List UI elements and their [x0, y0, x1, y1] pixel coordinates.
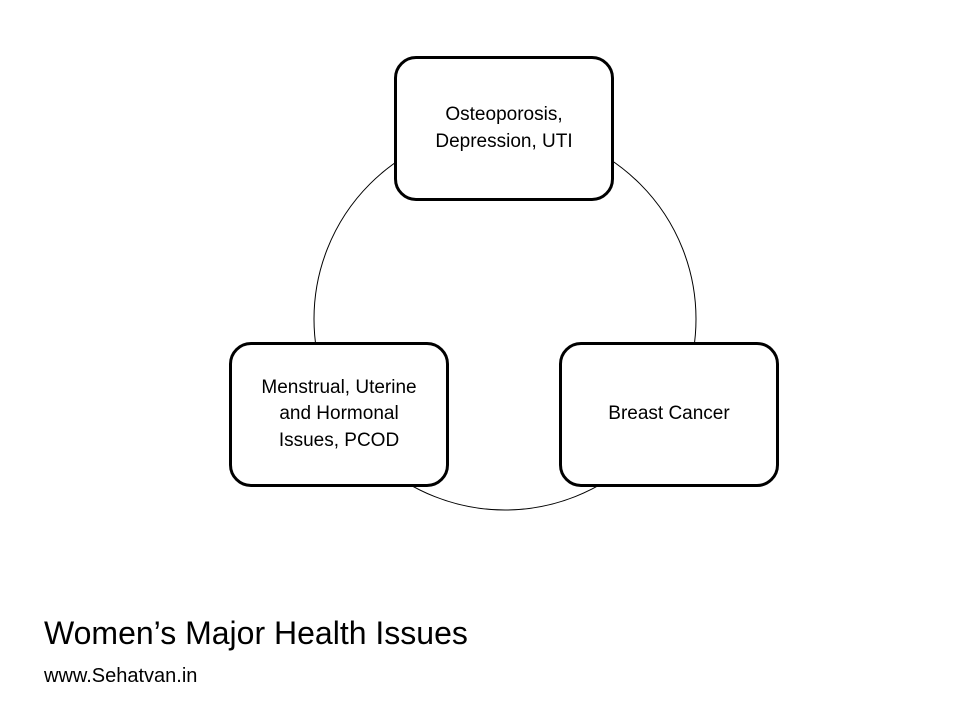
cycle-node-label: Menstrual, Uterine and Hormonal Issues, … [261, 376, 417, 451]
page-title: Women’s Major Health Issues [44, 615, 468, 651]
cycle-node-label: Osteoporosis, Depression, UTI [435, 103, 573, 152]
cycle-node-breast-cancer: Breast Cancer [559, 342, 779, 487]
cycle-node-label: Breast Cancer [608, 403, 730, 425]
cycle-node-osteoporosis: Osteoporosis, Depression, UTI [394, 56, 614, 201]
website-url: www.Sehatvan.in [44, 665, 198, 687]
cycle-node-menstrual: Menstrual, Uterine and Hormonal Issues, … [229, 342, 449, 487]
